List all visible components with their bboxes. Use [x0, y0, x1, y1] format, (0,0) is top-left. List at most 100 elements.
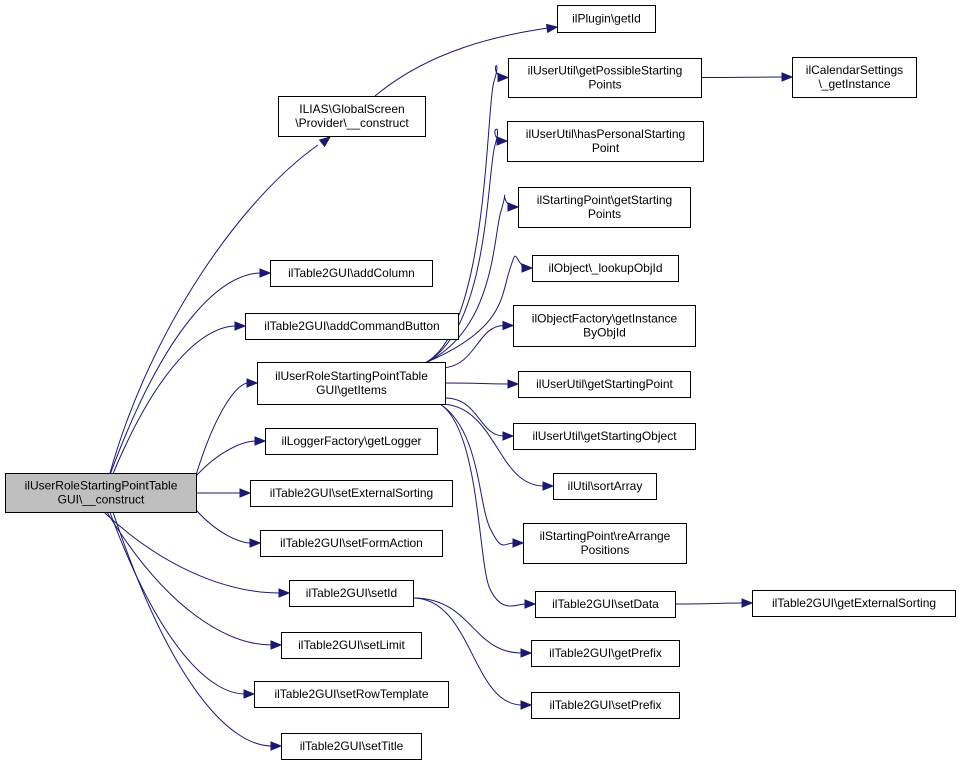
arrowhead-icon [270, 741, 283, 751]
call-node[interactable]: ilTable2GUI\addColumn [270, 260, 433, 287]
node-label-line: ILIAS\GlobalScreen [299, 102, 404, 116]
node-label-line: ilTable2GUI\setId [306, 586, 397, 600]
node-label-line: ilObjectFactory\getInstance [532, 312, 678, 326]
edge-root-to-n18 [195, 509, 262, 548]
node-label-line: Points [588, 78, 621, 92]
node-label-line: ilUserUtil\hasPersonalStarting [526, 127, 685, 141]
arrowhead-icon [254, 436, 267, 446]
call-node[interactable]: ilLoggerFactory\getLogger [265, 428, 438, 455]
node-label-line: ilObject\_lookupObjId [548, 261, 662, 275]
edge-root-to-n16 [195, 488, 252, 498]
node-box [254, 681, 449, 708]
arrowhead-icon [234, 321, 247, 331]
call-node[interactable]: ilUtil\sortArray [553, 473, 657, 500]
arrowhead-icon [243, 689, 256, 699]
node-box [257, 362, 446, 405]
call-node[interactable]: ilObject\_lookupObjId [532, 255, 679, 282]
edge-root-to-n21 [103, 511, 291, 598]
edge-line [110, 272, 262, 474]
edge-line [112, 325, 237, 474]
edge-line [109, 144, 319, 474]
arrowhead-icon [507, 202, 520, 212]
call-node[interactable]: ilTable2GUI\addCommandButton [245, 313, 459, 340]
edge-root-to-n9 [112, 321, 247, 474]
node-label-line: ilTable2GUI\setLimit [298, 638, 405, 652]
node-box [557, 5, 656, 33]
arrowhead-icon [278, 588, 291, 598]
node-label-line: ilUserUtil\getPossibleStarting [528, 64, 683, 78]
node-box [535, 591, 676, 618]
arrowhead-icon [239, 488, 252, 498]
call-node[interactable]: ILIAS\GlobalScreen\Provider\__construct [278, 96, 426, 137]
edge-line [412, 597, 523, 654]
arrowhead-icon [781, 72, 794, 82]
node-label-line: ilTable2GUI\getExternalSorting [772, 596, 936, 610]
node-label-line: ilTable2GUI\setTitle [300, 739, 404, 753]
arrowhead-icon [502, 320, 515, 331]
edge-n11-to-n19 [439, 403, 537, 609]
node-label-line: Point [592, 141, 620, 155]
node-label-line: ilTable2GUI\setFormAction [280, 536, 423, 550]
call-node[interactable]: ilUserUtil\getStartingObject [513, 423, 696, 450]
edge-line [674, 602, 744, 605]
call-node[interactable]: ilCalendarSettings\_getInstance [792, 57, 917, 98]
call-node[interactable]: ilTable2GUI\setLimit [281, 632, 422, 659]
edge-line [195, 509, 252, 544]
call-node[interactable]: ilTable2GUI\setFormAction [260, 530, 443, 557]
arrowhead-icon [507, 379, 520, 389]
node-box [531, 640, 680, 667]
call-node[interactable]: ilPlugin\getId [557, 5, 656, 33]
call-node[interactable]: ilTable2GUI\setId [289, 580, 414, 607]
edge-root-to-n7 [110, 268, 272, 474]
node-label-line: GUI\__construct [58, 493, 145, 507]
node-box [281, 632, 422, 659]
edge-n11-to-n15 [439, 403, 555, 491]
node-box [265, 428, 438, 455]
edge-n11-to-n13 [444, 397, 515, 441]
node-label-line: ilTable2GUI\addCommandButton [264, 319, 439, 333]
edge-line [195, 440, 257, 477]
call-node[interactable]: ilTable2GUI\setData [535, 591, 676, 618]
call-node[interactable]: ilTable2GUI\setTitle [281, 733, 422, 760]
edge-n11-to-n6 [424, 194, 520, 364]
node-label-line: ilTable2GUI\setExternalSorting [270, 486, 433, 500]
node-label-line: ilStartingPoint\reArrange [540, 529, 671, 543]
arrowhead-icon [741, 598, 754, 608]
arrowhead-icon [318, 136, 332, 148]
arrowhead-icon [520, 700, 533, 710]
arrowhead-icon [497, 72, 510, 83]
call-node[interactable]: ilTable2GUI\getPrefix [531, 640, 680, 667]
node-box [518, 187, 691, 228]
call-node[interactable]: ilTable2GUI\setPrefix [531, 692, 680, 719]
node-box [270, 260, 433, 287]
call-node[interactable]: ilUserUtil\getStartingPoint [518, 371, 691, 398]
node-box [532, 255, 679, 282]
node-box [289, 580, 414, 607]
node-label-line: \Provider\__construct [295, 116, 409, 130]
node-label-line: ilPlugin\getId [572, 12, 641, 26]
edge-n11-to-n10 [439, 320, 515, 369]
call-node[interactable]: ilTable2GUI\getExternalSorting [752, 590, 956, 617]
edge-n19-to-n20 [674, 598, 754, 608]
node-label-line: Points [588, 207, 621, 221]
edge-n11-to-n8 [424, 255, 534, 364]
node-box [792, 57, 917, 98]
edge-line [439, 403, 527, 607]
call-node[interactable]: ilTable2GUI\setRowTemplate [254, 681, 449, 708]
edge-root-to-n25 [109, 511, 256, 699]
arrowhead-icon [249, 538, 262, 548]
edge-line [444, 382, 510, 385]
edge-root-to-n14 [195, 436, 267, 477]
root-node[interactable]: ilUserRoleStartingPointTableGUI\__constr… [5, 473, 197, 513]
call-node[interactable]: ilTable2GUI\setExternalSorting [250, 480, 453, 507]
arrowhead-icon [512, 538, 525, 548]
node-box [5, 473, 197, 513]
node-box [752, 590, 956, 617]
